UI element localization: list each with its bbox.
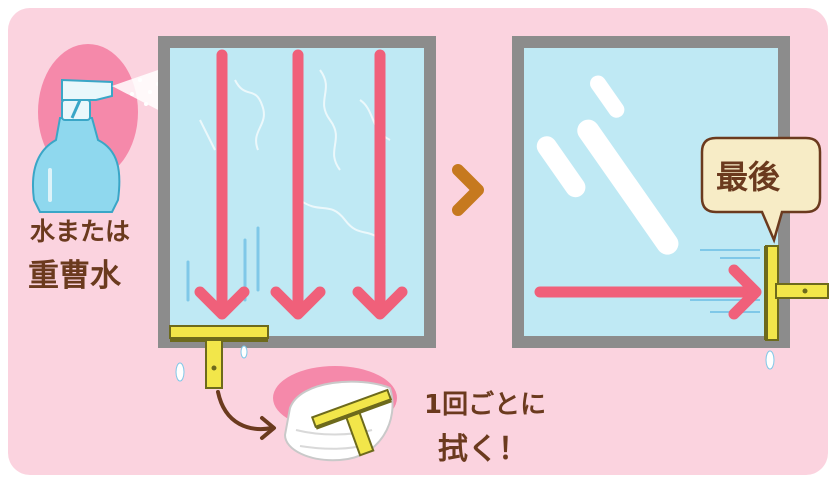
side-squeegee-icon xyxy=(764,245,829,341)
glass-shine xyxy=(536,75,679,255)
down-arrow-1 xyxy=(194,49,250,320)
curved-arrow xyxy=(216,390,274,431)
cloth-squeegee-icon xyxy=(310,388,393,457)
curved-arrow-head xyxy=(260,416,276,440)
down-arrow-3 xyxy=(352,49,408,320)
last-bubble-text: 最後 xyxy=(716,158,781,196)
right-drop xyxy=(765,350,775,370)
squeegee-icon xyxy=(169,325,269,389)
wipe-label-line2: 拭く！ xyxy=(438,432,528,467)
right-arrow xyxy=(534,264,762,320)
spray-label-line1: 水または xyxy=(30,217,131,246)
down-arrows xyxy=(194,49,408,320)
last-bubble xyxy=(700,136,822,244)
step-arrow-icon xyxy=(452,164,484,216)
glass-smudges xyxy=(199,69,391,246)
falling-drops xyxy=(175,345,248,382)
wipe-label-line1: 1回ごとに xyxy=(424,390,547,420)
spray-label-line2: 重曹水 xyxy=(28,258,121,294)
spray-bottle-icon xyxy=(32,78,121,213)
down-arrow-2 xyxy=(270,49,326,320)
